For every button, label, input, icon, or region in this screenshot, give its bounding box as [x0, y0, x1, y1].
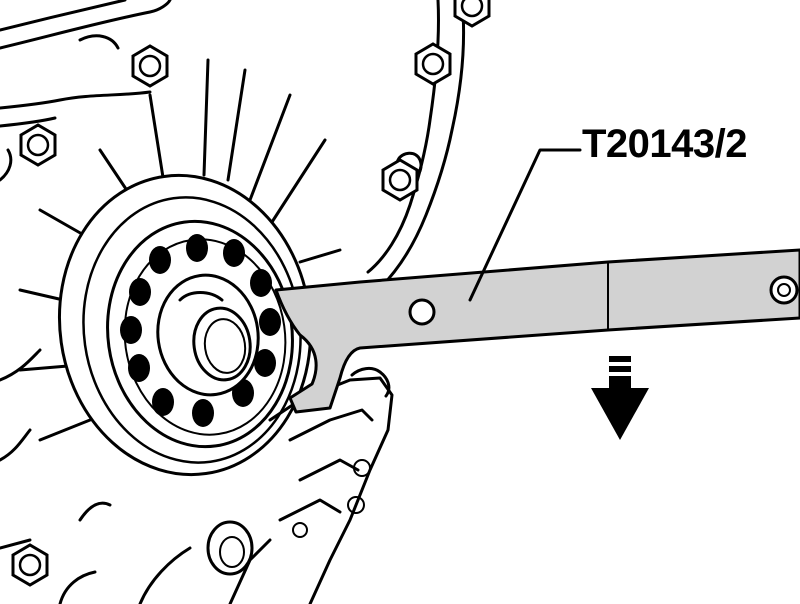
pulley-hub — [156, 273, 260, 397]
cooling-ribs — [18, 58, 342, 442]
tool-part-number-label: T20143/2 — [582, 122, 748, 166]
pulley-bolt-holes — [120, 234, 281, 427]
down-arrow-icon — [591, 356, 649, 440]
counterhold-tool — [274, 248, 800, 414]
callout-leader-line — [468, 148, 582, 302]
